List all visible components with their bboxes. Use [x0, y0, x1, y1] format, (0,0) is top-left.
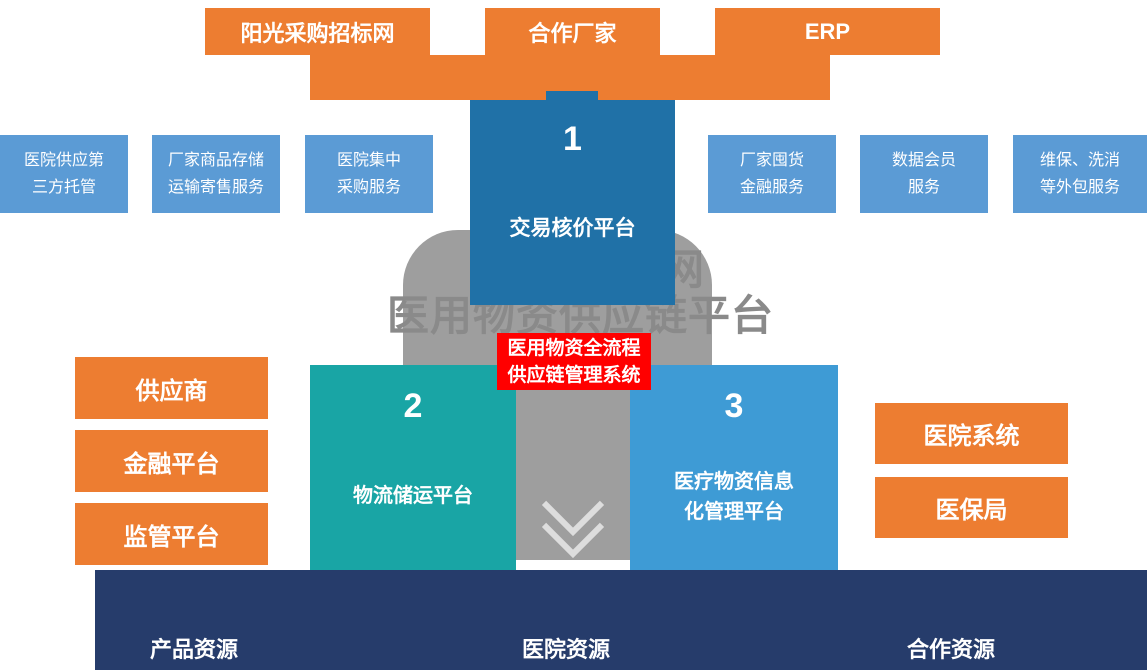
platform-label-line2: 化管理平台 — [684, 501, 784, 523]
service-box-centralized-purchasing: 医院集中 采购服务 — [305, 135, 433, 213]
service-label-line1: 数据会员 — [891, 152, 956, 169]
top-box-sunshine-procurement: 阳光采购招标网 — [205, 8, 430, 55]
top-box-label: ERP — [804, 18, 851, 44]
service-label-line2: 运输寄售服务 — [167, 179, 264, 196]
right-box-label: 医保局 — [935, 497, 1008, 524]
top-box-label: 阳光采购招标网 — [240, 20, 395, 46]
left-box-label: 监管平台 — [123, 523, 220, 551]
service-label-line2: 采购服务 — [336, 179, 401, 196]
service-box-maintenance-outsourcing: 维保、洗消 等外包服务 — [1013, 135, 1147, 213]
bottom-label-product-resources: 产品资源 — [149, 637, 238, 662]
platform-label: 物流储运平台 — [353, 485, 473, 507]
platform-logistics-storage: 2 物流储运平台 — [310, 365, 516, 570]
service-label-line2: 等外包服务 — [1039, 179, 1120, 196]
service-label-line1: 医院供应第 — [23, 152, 104, 169]
center-banner-line1: 医用物资全流程 — [507, 337, 641, 359]
right-box-label: 医院系统 — [923, 423, 1020, 450]
platform-number: 2 — [403, 387, 423, 425]
connector-column — [516, 360, 630, 560]
platform-materials-info-management: 3 医疗物资信息 化管理平台 — [630, 365, 838, 570]
center-banner: 医用物资全流程 供应链管理系统 — [497, 333, 651, 390]
platform-number: 1 — [563, 120, 582, 158]
service-label-line1: 医院集中 — [336, 152, 401, 169]
platform-number: 3 — [724, 387, 744, 425]
center-banner-line2: 供应链管理系统 — [507, 364, 641, 386]
connector-tab — [546, 91, 598, 101]
platform-label: 医疗物资信息 化管理平台 — [674, 467, 794, 527]
service-box-stock-finance: 厂家囤货 金融服务 — [708, 135, 836, 213]
top-box-label: 合作厂家 — [528, 20, 617, 46]
left-box-regulatory-platform: 监管平台 — [75, 503, 268, 565]
service-box-storage-consignment: 厂家商品存储 运输寄售服务 — [152, 135, 280, 213]
service-label-line1: 维保、洗消 — [1039, 152, 1120, 169]
platform-label-line1: 医疗物资信息 — [674, 471, 794, 493]
service-label-line2: 服务 — [907, 179, 940, 196]
service-label-line2: 三方托管 — [31, 179, 96, 196]
left-box-label: 金融平台 — [123, 450, 220, 478]
service-label-line2: 金融服务 — [739, 179, 804, 196]
bottom-resource-bar — [95, 570, 1147, 670]
bottom-label-hospital-resources: 医院资源 — [521, 637, 610, 662]
service-box-hospital-hosting: 医院供应第 三方托管 — [0, 135, 128, 213]
top-box-erp: ERP — [715, 8, 940, 55]
service-box-data-membership: 数据会员 服务 — [860, 135, 988, 213]
bottom-label-cooperation-resources: 合作资源 — [906, 637, 995, 662]
right-box-hospital-system: 医院系统 — [875, 403, 1068, 464]
top-box-partner-manufacturers: 合作厂家 — [485, 8, 660, 55]
service-label-line1: 厂家商品存储 — [167, 152, 264, 169]
left-box-supplier: 供应商 — [75, 357, 268, 419]
platform-label: 交易核价平台 — [509, 217, 636, 240]
platform-trading-pricing: 1 交易核价平台 — [470, 100, 675, 305]
service-label-line1: 厂家囤货 — [739, 152, 804, 169]
right-box-medical-insurance-bureau: 医保局 — [875, 477, 1068, 538]
left-box-finance-platform: 金融平台 — [75, 430, 268, 492]
left-box-label: 供应商 — [135, 377, 208, 405]
